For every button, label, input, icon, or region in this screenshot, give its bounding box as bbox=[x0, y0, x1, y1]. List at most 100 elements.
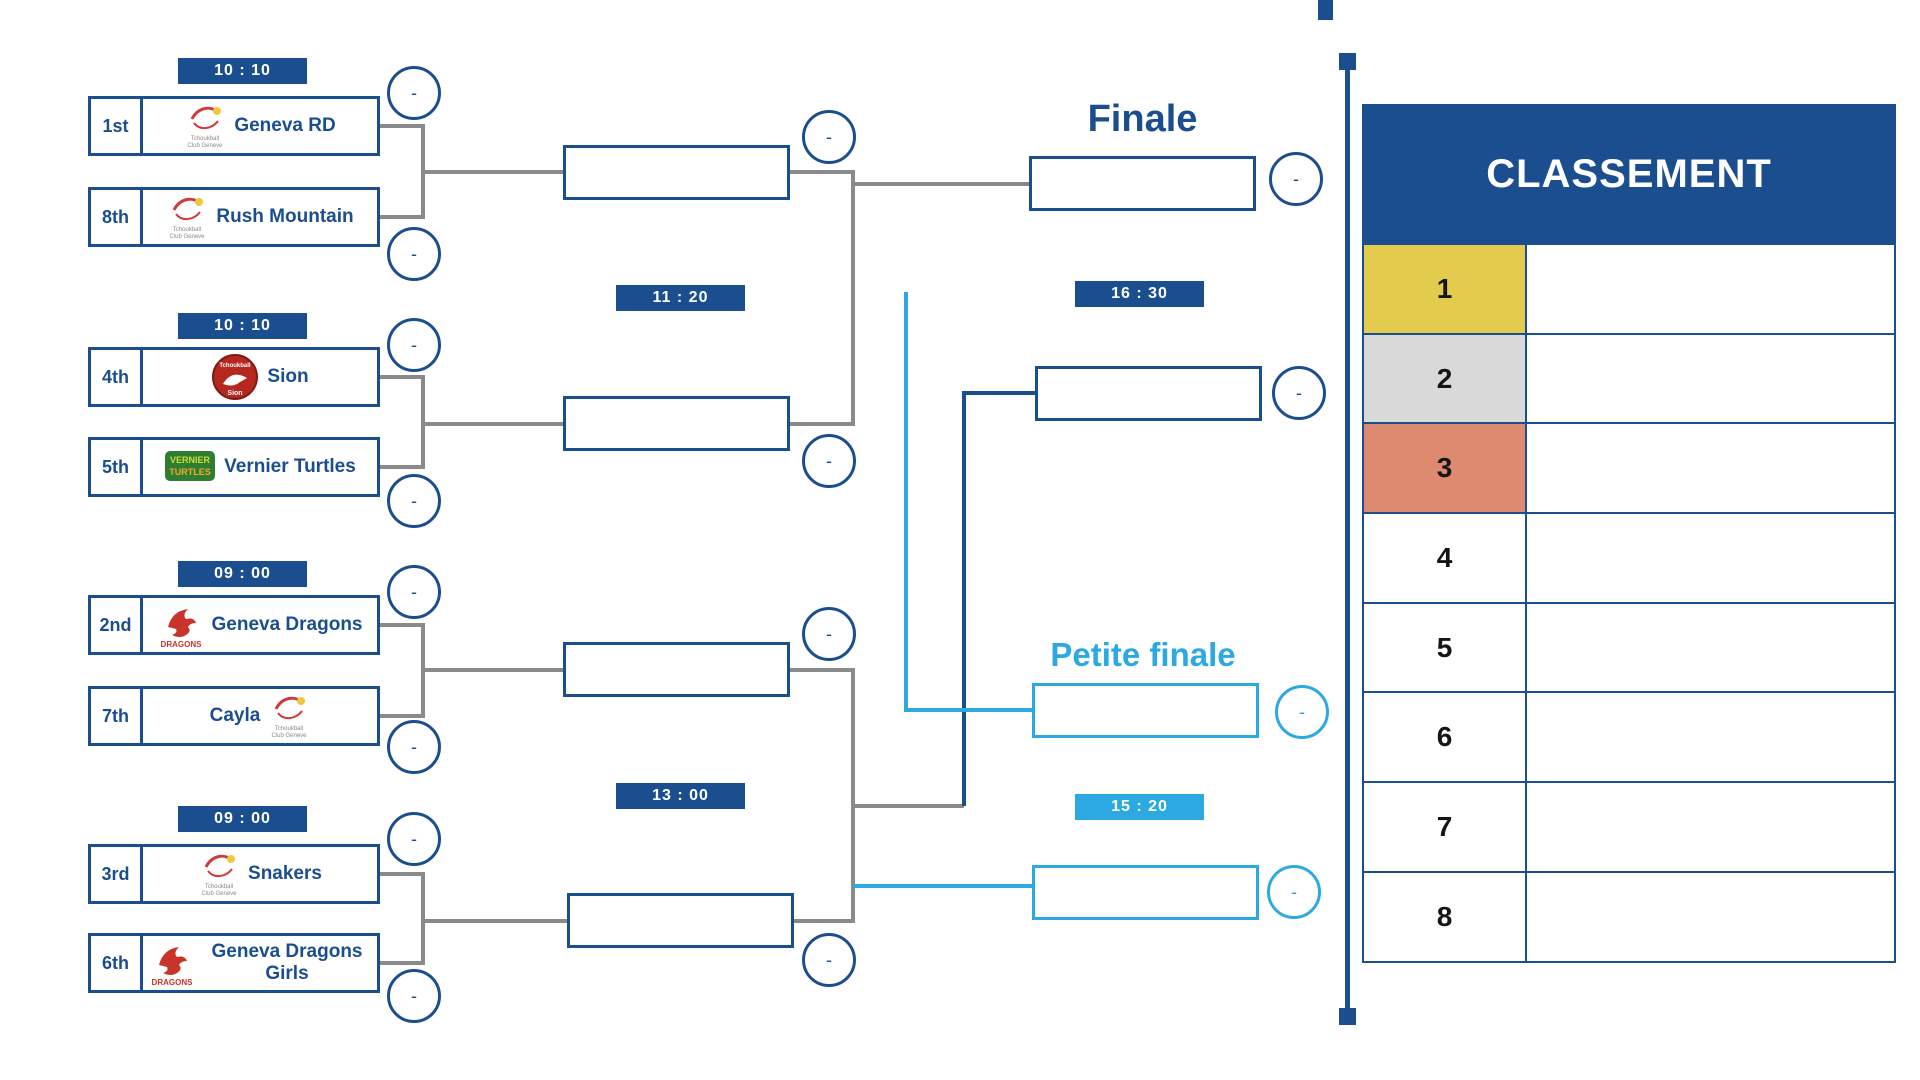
score-circle: - bbox=[387, 227, 441, 281]
match1-time-badge: 10 : 10 bbox=[178, 58, 307, 84]
classement-row: 4 bbox=[1362, 514, 1896, 604]
finale-slot-bottom bbox=[1035, 366, 1262, 421]
team-cell bbox=[1527, 783, 1894, 871]
team-box-snakers: 3rd Tchoukball Club Geneve Snakers bbox=[88, 844, 380, 904]
team-cell bbox=[1527, 245, 1894, 333]
team-box-sion: 4th Tchoukball Sion Sion bbox=[88, 347, 380, 407]
divider-cap-top bbox=[1339, 53, 1356, 70]
team-box-geneva-rd: 1st Tchoukball Club Geneve Geneva RD bbox=[88, 96, 380, 156]
team-name: Snakers bbox=[248, 863, 322, 885]
tchoukball-club-geneve-logo-icon: Tchoukball Club Geneve bbox=[272, 696, 308, 739]
semifinal1-slot-bottom bbox=[563, 396, 790, 451]
svg-text:Tchoukball: Tchoukball bbox=[191, 136, 219, 142]
team-name: Geneva Dragons Girls bbox=[211, 941, 363, 984]
petite-finale-slot-bottom bbox=[1032, 865, 1259, 920]
classement-header: CLASSEMENT bbox=[1362, 104, 1896, 245]
semifinal2-slot-bottom bbox=[567, 893, 794, 948]
svg-text:Club Geneve: Club Geneve bbox=[188, 143, 224, 149]
rank-cell: 6 bbox=[1364, 693, 1527, 782]
match3-time-badge: 09 : 00 bbox=[178, 561, 307, 587]
team-cell bbox=[1527, 693, 1894, 781]
rank-cell: 3 bbox=[1364, 424, 1527, 513]
score-circle: - bbox=[1269, 152, 1323, 206]
classement-row: 3 bbox=[1362, 424, 1896, 515]
seed-label: 2nd bbox=[91, 598, 143, 652]
team-name: Vernier Turtles bbox=[224, 456, 356, 478]
classement-row: 8 bbox=[1362, 872, 1896, 963]
team-name: Geneva RD bbox=[234, 115, 336, 137]
tchoukball-club-geneve-logo-icon: Tchoukball Club Geneve bbox=[188, 106, 224, 149]
score-circle: - bbox=[1267, 865, 1321, 919]
score-circle: - bbox=[802, 607, 856, 661]
finale-time-badge: 16 : 30 bbox=[1075, 281, 1204, 307]
team-cell bbox=[1527, 514, 1894, 602]
geneva-dragons-logo-icon: DRAGONS bbox=[160, 609, 202, 649]
classement-row: 5 bbox=[1362, 603, 1896, 694]
classement-row: 6 bbox=[1362, 693, 1896, 784]
svg-text:VERNIER: VERNIER bbox=[170, 455, 211, 465]
classement-row: 2 bbox=[1362, 334, 1896, 425]
rank-cell: 4 bbox=[1364, 514, 1527, 602]
team-box-geneva-dragons-girls: 6th DRAGONS Geneva Dragons Girls bbox=[88, 933, 380, 993]
match4-time-badge: 09 : 00 bbox=[178, 806, 307, 832]
team-cell bbox=[1527, 424, 1894, 512]
vernier-turtles-logo-icon: VERNIER TURTLES bbox=[165, 451, 216, 481]
rank-cell: 1 bbox=[1364, 245, 1527, 333]
team-name: Cayla bbox=[209, 705, 261, 727]
team-cell bbox=[1527, 604, 1894, 692]
score-circle: - bbox=[802, 933, 856, 987]
seed-label: 4th bbox=[91, 350, 143, 404]
classement-table: CLASSEMENT 1 2 3 4 5 6 7 8 bbox=[1362, 104, 1896, 963]
rank-cell: 2 bbox=[1364, 334, 1527, 423]
rank-cell: 8 bbox=[1364, 872, 1527, 961]
seed-label: 1st bbox=[91, 99, 143, 153]
score-circle: - bbox=[387, 474, 441, 528]
team-box-cayla: 7th Cayla Tchoukball Club Geneve bbox=[88, 686, 380, 746]
geneva-dragons-logo-icon: DRAGONS bbox=[152, 947, 194, 987]
tchoukball-club-sion-logo-icon: Tchoukball Sion bbox=[212, 354, 259, 400]
petite-finale-slot-top bbox=[1032, 683, 1259, 738]
petite-finale-title: Petite finale bbox=[1050, 636, 1236, 673]
divider-cap-bottom bbox=[1339, 1008, 1356, 1025]
rank-cell: 5 bbox=[1364, 603, 1527, 692]
decorative-square bbox=[1318, 0, 1333, 20]
svg-text:DRAGONS: DRAGONS bbox=[160, 640, 202, 649]
score-circle: - bbox=[387, 812, 441, 866]
team-box-rush-mountain: 8th Tchoukball Club Geneve Rush Mountain bbox=[88, 187, 380, 247]
divider-line bbox=[1345, 59, 1350, 1018]
seed-label: 3rd bbox=[91, 847, 143, 901]
svg-text:DRAGONS: DRAGONS bbox=[152, 978, 194, 987]
tchoukball-club-geneve-logo-icon: Tchoukball Club Geneve bbox=[170, 197, 206, 240]
semifinal1-time-badge: 11 : 20 bbox=[616, 285, 745, 311]
score-circle: - bbox=[387, 969, 441, 1023]
petite-finale-time-badge: 15 : 20 bbox=[1075, 794, 1204, 820]
team-name: Geneva Dragons bbox=[211, 614, 363, 636]
semifinal2-time-badge: 13 : 00 bbox=[616, 783, 745, 809]
team-cell bbox=[1527, 335, 1894, 423]
semifinal2-slot-top bbox=[563, 642, 790, 697]
svg-text:Tchoukball: Tchoukball bbox=[205, 884, 233, 890]
classement-row: 1 bbox=[1362, 245, 1896, 335]
score-circle: - bbox=[387, 318, 441, 372]
semifinal1-slot-top bbox=[563, 145, 790, 200]
score-circle: - bbox=[802, 110, 856, 164]
score-circle: - bbox=[802, 434, 856, 488]
seed-label: 7th bbox=[91, 689, 143, 743]
score-circle: - bbox=[387, 565, 441, 619]
svg-text:Tchoukball: Tchoukball bbox=[220, 363, 252, 369]
finale-slot-top bbox=[1029, 156, 1256, 211]
seed-label: 8th bbox=[91, 190, 143, 244]
svg-text:Club Geneve: Club Geneve bbox=[170, 234, 206, 240]
team-name: Sion bbox=[267, 366, 309, 388]
seed-label: 5th bbox=[91, 440, 143, 494]
score-circle: - bbox=[387, 66, 441, 120]
score-circle: - bbox=[1275, 685, 1329, 739]
team-cell bbox=[1527, 873, 1894, 961]
seed-label: 6th bbox=[91, 936, 143, 990]
score-circle: - bbox=[1272, 366, 1326, 420]
svg-text:Sion: Sion bbox=[228, 390, 243, 397]
classement-row: 7 bbox=[1362, 783, 1896, 873]
team-box-vernier-turtles: 5th VERNIER TURTLES Vernier Turtles bbox=[88, 437, 380, 497]
